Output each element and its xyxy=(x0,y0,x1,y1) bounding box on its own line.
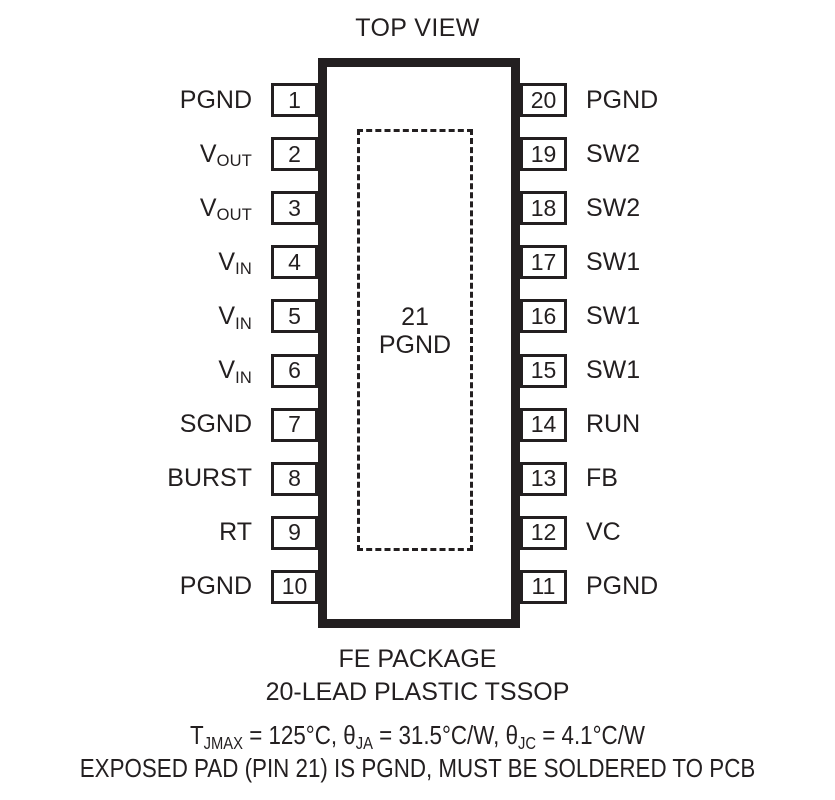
pin-number-box-12: 12 xyxy=(520,515,567,550)
pin-name-subscript: IN xyxy=(235,314,252,333)
theta-jc-symbol: θ xyxy=(505,720,519,750)
pin-number-box-18: 18 xyxy=(520,191,567,226)
pin-number-box-14: 14 xyxy=(520,407,567,442)
pin-name-right-13: FB xyxy=(586,464,618,493)
exposed-pad-outline xyxy=(357,129,473,551)
pin-number-box-2: 2 xyxy=(271,137,318,172)
thermal-ratings-line: TJMAX = 125°C, θJA = 31.5°C/W, θJC = 4.1… xyxy=(58,719,776,753)
package-caption-line-1: FE PACKAGE xyxy=(338,645,497,673)
pin-name-subscript: OUT xyxy=(216,206,252,225)
package-body-outline xyxy=(318,58,520,628)
pin-number-box-8: 8 xyxy=(271,461,318,496)
tjmax-symbol: T xyxy=(189,720,204,750)
pin-name-left-9: RT xyxy=(219,518,252,547)
pin-row: 14 RUN xyxy=(520,407,780,442)
pin-row: VIN 6 xyxy=(60,353,318,388)
pin-name-left-5: VIN xyxy=(218,301,252,333)
package-caption: FE PACKAGE 20-LEAD PLASTIC TSSOP xyxy=(0,643,835,708)
pin-number-box-13: 13 xyxy=(520,461,567,496)
theta-jc-subscript: JC xyxy=(518,732,537,753)
pin-row: 16 SW1 xyxy=(520,299,780,334)
pin-row: 19 SW2 xyxy=(520,137,780,172)
pin-number-box-3: 3 xyxy=(271,191,318,226)
pin-name-right-11: PGND xyxy=(586,572,659,601)
thermal-specification-block: TJMAX = 125°C, θJA = 31.5°C/W, θJC = 4.1… xyxy=(0,719,835,786)
page-title: TOP VIEW xyxy=(355,14,480,42)
pin-number-box-5: 5 xyxy=(271,299,318,334)
pin-name-left-7: SGND xyxy=(179,410,252,439)
pin-row: VIN 5 xyxy=(60,299,318,334)
pin-number-box-19: 19 xyxy=(520,137,567,172)
pin-name-subscript: IN xyxy=(235,260,252,279)
pin-row: SGND 7 xyxy=(60,407,318,442)
pin-number-box-7: 7 xyxy=(271,407,318,442)
pin-name-left-1: PGND xyxy=(179,85,252,114)
theta-ja-symbol: θ xyxy=(343,720,356,750)
exposed-pad-pin-number: 21 xyxy=(401,303,429,331)
pin-row: 15 SW1 xyxy=(520,353,780,388)
pin-number-box-10: 10 xyxy=(271,569,318,604)
pin-name-right-15: SW1 xyxy=(586,356,641,384)
pin-name-subscript: IN xyxy=(235,368,252,387)
package-caption-line-2: 20-LEAD PLASTIC TSSOP xyxy=(265,677,570,706)
pin-number-box-6: 6 xyxy=(271,353,318,388)
pin-name-right-19: SW2 xyxy=(586,139,641,168)
exposed-pad-note: EXPOSED PAD (PIN 21) IS PGND, MUST BE SO… xyxy=(79,753,756,784)
pin-name-right-14: RUN xyxy=(586,410,641,439)
pin-row: 20 PGND xyxy=(520,83,780,117)
pin-name-right-18: SW2 xyxy=(586,193,641,222)
pin-number-box-15: 15 xyxy=(520,353,567,388)
pin-row: PGND 1 xyxy=(60,83,318,117)
pin-row: 12 VC xyxy=(520,515,780,550)
pin-row: VOUT 3 xyxy=(60,191,318,226)
pin-row: PGND 10 xyxy=(60,569,318,604)
pin-name-left-3: VOUT xyxy=(199,193,252,225)
pin-row: 11 PGND xyxy=(520,569,780,604)
pin-name-left-10: PGND xyxy=(179,572,252,601)
pin-name-right-20: PGND xyxy=(586,85,659,114)
pin-number-box-9: 9 xyxy=(271,515,318,550)
pin-name-right-17: SW1 xyxy=(586,247,641,276)
pin-row: 18 SW2 xyxy=(520,191,780,226)
pin-number-box-16: 16 xyxy=(520,299,567,334)
pin-number-box-17: 17 xyxy=(520,245,567,280)
theta-ja-value: = 31.5°C/W, xyxy=(372,720,506,750)
theta-ja-subscript: JA xyxy=(355,732,373,753)
pin-row: 17 SW1 xyxy=(520,245,780,280)
pin-number-box-20: 20 xyxy=(520,83,567,117)
pin-number-box-1: 1 xyxy=(271,83,318,117)
tjmax-value: = 125°C, xyxy=(242,720,344,750)
pin-name-left-8: BURST xyxy=(167,464,252,493)
pin-name-left-6: VIN xyxy=(218,356,252,387)
pin-row: BURST 8 xyxy=(60,461,318,496)
pin-row: 13 FB xyxy=(520,461,780,496)
pin-row: RT 9 xyxy=(60,515,318,550)
theta-jc-value: = 4.1°C/W xyxy=(536,720,646,750)
pin-name-subscript: OUT xyxy=(216,152,252,171)
pin-number-box-11: 11 xyxy=(520,569,567,604)
tjmax-subscript: JMAX xyxy=(203,732,243,753)
pin-row: VOUT 2 xyxy=(60,137,318,172)
pin-name-right-12: VC xyxy=(586,518,621,547)
exposed-pad-label: 21 PGND xyxy=(357,303,473,359)
pin-name-right-16: SW1 xyxy=(586,301,641,330)
exposed-pad-net-name: PGND xyxy=(378,331,452,359)
pin-name-left-4: VIN xyxy=(218,247,252,279)
pin-name-left-2: VOUT xyxy=(199,139,252,171)
pin-number-box-4: 4 xyxy=(271,245,318,280)
pin-row: VIN 4 xyxy=(60,245,318,280)
